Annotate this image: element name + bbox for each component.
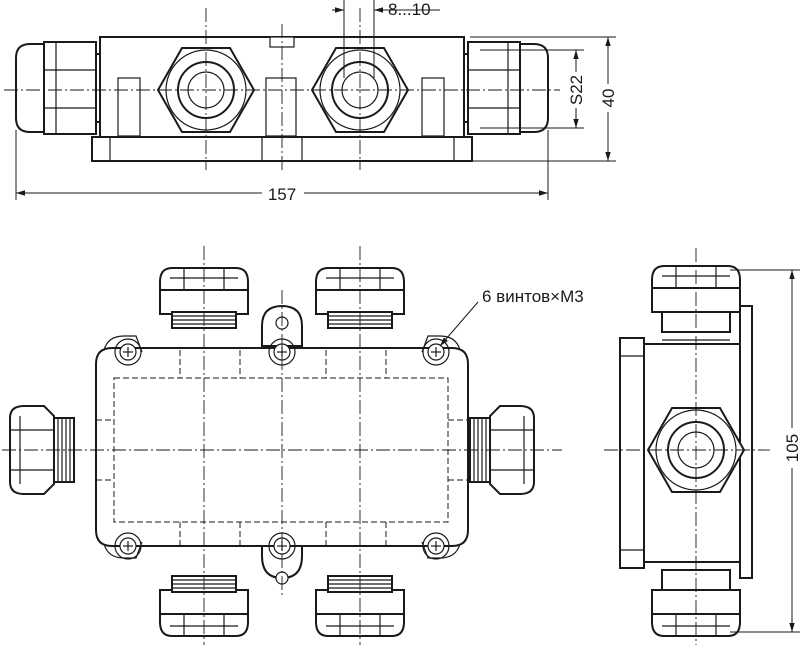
screws-note: 6 винтов×M3 xyxy=(482,287,584,306)
wrench-size-dimension: S22 xyxy=(567,75,586,105)
front-view: 6 винтов×M3 xyxy=(2,246,584,645)
side-view: 105 xyxy=(604,248,800,645)
length-dimension: 157 xyxy=(268,185,296,204)
top-view: 157 40 S22 8...10 xyxy=(4,0,618,204)
width-dimension: 105 xyxy=(783,434,800,462)
cable-range-dimension: 8...10 xyxy=(388,0,431,19)
height-dimension: 40 xyxy=(599,89,618,108)
